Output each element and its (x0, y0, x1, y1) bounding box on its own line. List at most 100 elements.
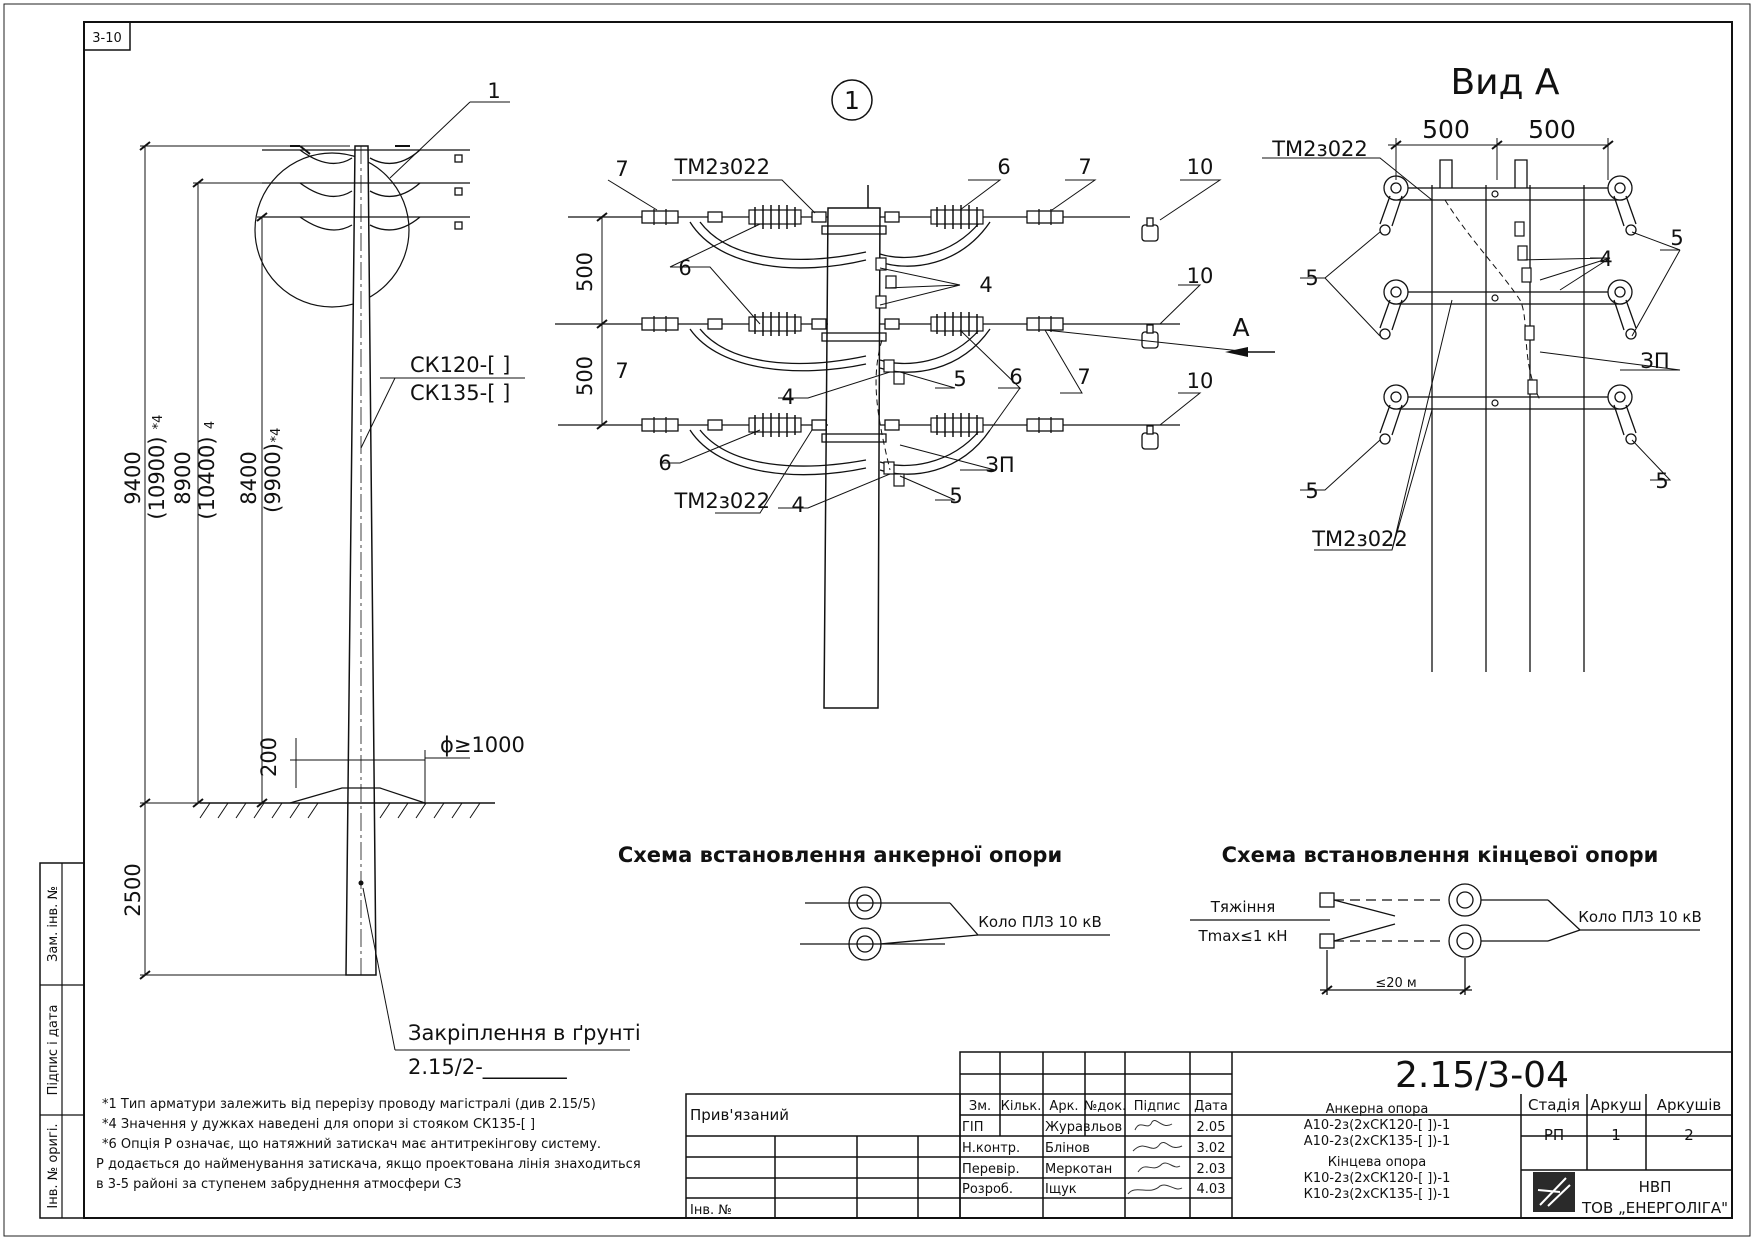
sheet-value: 1 (1611, 1126, 1621, 1144)
title-block: Прив'язаний Інв. № Зм. Кільк. Арк. №док.… (685, 1051, 1733, 1219)
notes: *1 Тип арматури залежить від перерізу пр… (96, 1097, 641, 1192)
name-perevir: Меркотан (1045, 1162, 1112, 1177)
view-a-item-5-b: 5 (1305, 479, 1318, 503)
role-rozrob: Розроб. (962, 1182, 1013, 1197)
dim-10900: (10900) (145, 436, 169, 519)
desc-line-5: К10-2з(2хСК120-[ ])-1 (1304, 1171, 1451, 1186)
anchor-scheme-title: Схема встановлення анкерної опори (618, 843, 1062, 867)
name-nkontr: Блінов (1045, 1141, 1090, 1156)
dim-note-h1: *4 (151, 415, 166, 430)
note-3: *6 Опція Р означає, що натяжний затискач… (102, 1137, 601, 1152)
detail-item-5-b: 5 (949, 484, 962, 508)
detail-item-6-b: 6 (658, 451, 671, 475)
detail-circle (254, 152, 410, 308)
detail-item-5-a: 5 (953, 367, 966, 391)
name-gip: Журавльов (1045, 1120, 1122, 1135)
stage-value: РП (1544, 1126, 1564, 1144)
dim-9900: (9900) (261, 443, 285, 513)
tension-label: Тяжіння (1210, 898, 1276, 916)
view-a-item-5-d: 5 (1655, 469, 1668, 493)
detail-item-4-a: 4 (979, 273, 992, 297)
hdr-sheet: Арк. (1049, 1099, 1078, 1114)
sheets-value: 2 (1684, 1126, 1694, 1144)
role-nkontr: Н.контр. (962, 1141, 1020, 1156)
detail-item-10-c: 10 (1187, 369, 1214, 393)
detail-dim-500-top: 500 (573, 252, 597, 292)
hdr-sign: Підпис (1134, 1099, 1180, 1114)
detail-item-zp: ЗП (985, 453, 1014, 477)
detail-1: 1 (555, 79, 1275, 709)
outer-border (3, 3, 1751, 1237)
distance-label: ≤20 м (1375, 976, 1416, 991)
detail-item-10-b: 10 (1187, 264, 1214, 288)
doc-number: 2.15/3-04 (1395, 1055, 1569, 1096)
role-gip: ГІП (962, 1120, 984, 1135)
role-perevir: Перевір. (962, 1162, 1020, 1177)
drawing-frame (83, 21, 1733, 1219)
name-rozrob: Іщук (1045, 1182, 1077, 1197)
detail-item-7-a: 7 (615, 157, 628, 181)
company-logo (1533, 1172, 1575, 1212)
end-circuit-label: Коло ПЛЗ 10 кВ (1578, 908, 1702, 926)
hdr-qty: Кільк. (1001, 1099, 1042, 1114)
dim-note-h2: 4 (203, 421, 218, 429)
stage-header: Стадія (1528, 1096, 1580, 1114)
hdr-date: Дата (1194, 1099, 1228, 1114)
detail-item-4-c: 4 (791, 493, 804, 517)
sheet-code-box (83, 21, 131, 51)
dim-8400: 8400 (237, 451, 261, 504)
view-a-dim-right: 500 (1528, 115, 1576, 144)
date-gip: 2.05 (1197, 1120, 1226, 1135)
hdr-doc: №док. (1084, 1099, 1126, 1114)
view-a-tm-bottom: ТМ2з022 (1311, 527, 1408, 551)
detail-item-7-c: 7 (1078, 155, 1091, 179)
view-arrow-label: А (1232, 313, 1249, 342)
detail-item-6-a: 6 (678, 256, 691, 280)
stamp-sign-date: Підпис і дата (46, 1005, 61, 1096)
detail-tm-top: ТМ2з022 (673, 155, 770, 179)
org-line-2: ТОВ „ЕНЕРГОЛІГА" (1581, 1199, 1728, 1217)
detail-item-7-b: 7 (615, 359, 628, 383)
dim-2500: 2500 (121, 863, 145, 916)
view-a-dim-left: 500 (1422, 115, 1470, 144)
dim-9400: 9400 (121, 451, 145, 504)
stamp-original-inv: Інв. № оригі. (46, 1123, 61, 1208)
sheet-header: Аркуш (1590, 1096, 1641, 1114)
dim-note-h3: *4 (269, 428, 284, 443)
org-line-1: НВП (1639, 1178, 1672, 1196)
detail-1-title: 1 (844, 86, 860, 115)
ground-fixing-label: Закріплення в ґрунті (408, 1021, 641, 1045)
detail-item-4-b: 4 (781, 385, 794, 409)
dim-200: 200 (257, 737, 281, 777)
date-rozrob: 4.03 (1197, 1182, 1226, 1197)
detail-item-7-d: 7 (1077, 365, 1090, 389)
inv-label: Інв. № (690, 1203, 732, 1218)
detail-item-6-d: 6 (1009, 365, 1022, 389)
note-2: *4 Значення у дужках наведені для опори … (102, 1117, 535, 1132)
anchor-scheme: Схема встановлення анкерної опори Коло П… (618, 843, 1110, 961)
desc-line-6: К10-2з(2хСК135-[ ])-1 (1304, 1187, 1451, 1202)
hdr-change: Зм. (969, 1099, 991, 1114)
view-a: Вид А 500 500 (1262, 62, 1684, 672)
date-perevir: 2.03 (1197, 1162, 1226, 1177)
signatures (1127, 1120, 1183, 1195)
dim-10400: (10400) (195, 436, 219, 519)
view-a-title: Вид А (1450, 62, 1559, 103)
note-5: в 3-5 районі за ступенем забруднення атм… (96, 1177, 461, 1192)
view-a-item-4: 4 (1599, 247, 1612, 271)
pole-label-sk135: СК135-[ ] (410, 381, 510, 405)
pole-elevation: 1 (121, 79, 641, 1080)
ground-fixing-ref: 2.15/2-________ (408, 1055, 567, 1080)
desc-line-4: Кінцева опора (1328, 1155, 1427, 1170)
desc-line-1: Анкерна опора (1326, 1102, 1429, 1117)
note-1: *1 Тип арматури залежить від перерізу пр… (102, 1097, 596, 1112)
dim-8900: 8900 (171, 451, 195, 504)
detail-dim-500-bottom: 500 (573, 356, 597, 396)
date-nkontr: 3.02 (1197, 1141, 1226, 1156)
view-a-tm-top: ТМ2з022 (1271, 137, 1368, 161)
detail-item-6-c: 6 (997, 155, 1010, 179)
tmax-label: Tmax≤1 кН (1197, 927, 1287, 945)
view-a-item-5-a: 5 (1305, 266, 1318, 290)
dim-diameter: ϕ≥1000 (440, 733, 525, 757)
note-4: Р додається до найменування затискача, я… (96, 1157, 641, 1172)
